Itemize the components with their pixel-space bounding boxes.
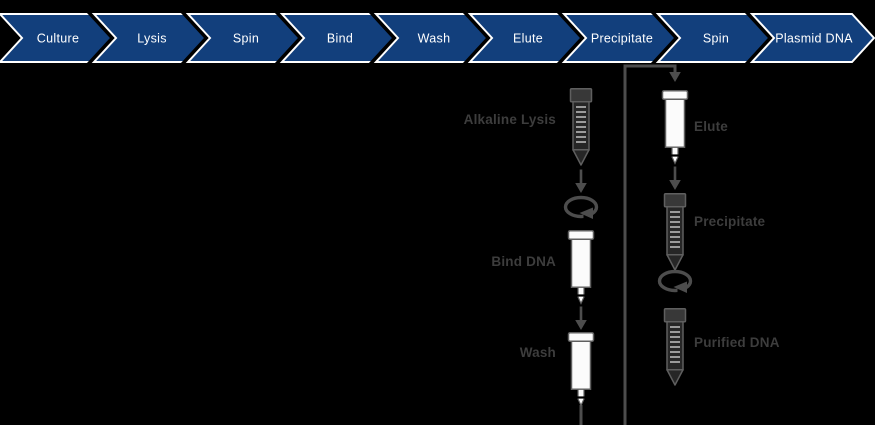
chevron-label: Bind bbox=[327, 32, 353, 46]
purified-dna-tube-icon bbox=[663, 307, 687, 386]
wash-column-icon bbox=[567, 331, 595, 407]
chevron-label: Spin bbox=[703, 32, 729, 46]
spin-rotation-icon bbox=[563, 195, 599, 221]
bind-dna-label: Bind DNA bbox=[491, 254, 556, 269]
down-arrow-icon bbox=[667, 165, 683, 192]
chevron-step-plasmid-dna: Plasmid DNA bbox=[742, 12, 875, 66]
purified-dna-label: Purified DNA bbox=[694, 335, 780, 350]
elute-label: Elute bbox=[694, 119, 728, 134]
chevron-label: Elute bbox=[513, 32, 543, 46]
chevron-shape bbox=[749, 13, 875, 63]
alkaline-lysis-label: Alkaline Lysis bbox=[464, 112, 556, 127]
spin-rotation-icon bbox=[657, 269, 693, 295]
precipitate-label: Precipitate bbox=[694, 214, 766, 229]
chevron-label: Lysis bbox=[137, 32, 167, 46]
precipitate-tube-icon bbox=[663, 192, 687, 271]
chevron-label: Culture bbox=[37, 32, 79, 46]
chevron-label: Plasmid DNA bbox=[775, 32, 853, 46]
down-arrow-icon bbox=[573, 168, 589, 195]
connector-arrowhead-icon bbox=[669, 72, 681, 82]
bind-dna-column-icon bbox=[567, 229, 595, 305]
chevron-label: Wash bbox=[418, 32, 451, 46]
chevron-label: Spin bbox=[233, 32, 259, 46]
chevron-label: Precipitate bbox=[591, 32, 653, 46]
chevron-process-bar: Culture Lysis Spin Bind Wash Elute bbox=[0, 12, 875, 66]
alkaline-lysis-tube-icon bbox=[569, 87, 593, 166]
elute-column-icon bbox=[661, 89, 689, 165]
extraction-steps-illustration: Alkaline Lysis Bind DNA Wash Elute Preci… bbox=[464, 64, 780, 425]
wash-label: Wash bbox=[520, 345, 556, 360]
down-arrow-icon bbox=[573, 305, 589, 332]
wash-to-elute-connector-line bbox=[579, 64, 677, 425]
